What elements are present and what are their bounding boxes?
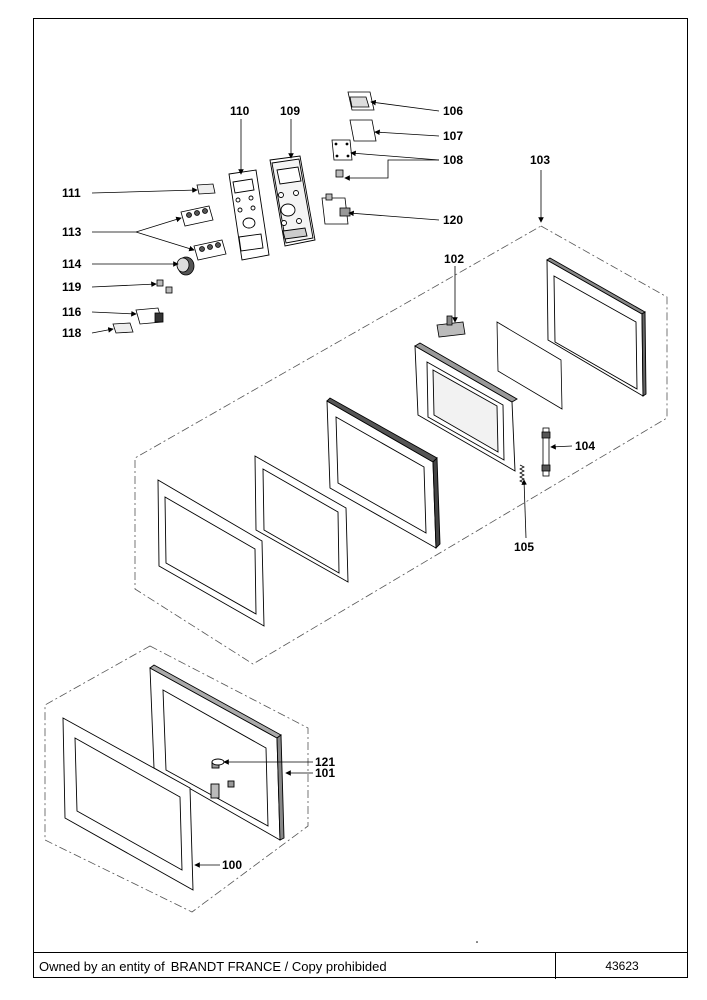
document-number: 43623: [605, 959, 639, 973]
door-assembly-envelope: [134, 225, 668, 665]
part-110-decor-plate: [228, 169, 270, 261]
leader-lines: [91, 99, 573, 868]
label-101: 101: [315, 766, 335, 780]
label-121: 121: [315, 755, 335, 769]
label-100: 100: [222, 858, 242, 872]
part-113-key-strips: [180, 205, 227, 261]
door-choke-panel: [326, 397, 441, 550]
label-110: 110: [230, 104, 250, 118]
door-screen: [254, 455, 349, 583]
frame-kit-envelope: [44, 645, 309, 913]
part-107-board: [349, 119, 377, 142]
owner-brand: BRANDT FRANCE: [170, 959, 282, 974]
label-102: 102: [444, 252, 464, 266]
label-113: 113: [62, 225, 82, 239]
part-118-label: [112, 322, 134, 334]
footer-divider: [555, 953, 557, 979]
label-108: 108: [443, 153, 463, 167]
part-119-small-parts: [156, 279, 173, 294]
part-104-hook: [541, 427, 551, 477]
door-glass: [496, 321, 563, 410]
part-111-window: [196, 183, 216, 195]
part-105-spring: [519, 464, 525, 484]
part-116-switch: [135, 307, 164, 325]
owner-prefix: Owned by an entity of: [39, 959, 165, 974]
part-120-latch: [321, 193, 351, 225]
part-106-bracket: [347, 91, 375, 111]
ownership-notice: Owned by an entity of BRANDT FRANCE / Cop…: [39, 959, 387, 974]
label-104: 104: [575, 439, 595, 453]
label-116: 116: [62, 305, 82, 319]
part-102-hinge: [436, 315, 466, 338]
label-118: 118: [62, 326, 82, 340]
label-105: 105: [514, 540, 534, 554]
label-103: 103: [530, 153, 550, 167]
drawing-frame: [33, 18, 688, 978]
owner-suffix: / Copy prohibided: [284, 959, 387, 974]
door-outer-frame: [546, 257, 647, 397]
label-106: 106: [443, 104, 463, 118]
label-109: 109: [280, 104, 300, 118]
part-114-knob: [176, 256, 195, 276]
footer: Owned by an entity of BRANDT FRANCE / Cop…: [33, 952, 688, 979]
label-120: 120: [443, 213, 463, 227]
label-114: 114: [62, 257, 82, 271]
label-111: 111: [62, 186, 81, 200]
part-109-control-panel: [269, 155, 316, 247]
stray-dot: [476, 941, 478, 943]
door-inner-frame: [414, 342, 518, 472]
part-100-frame-cover: [62, 717, 194, 891]
label-107: 107: [443, 129, 463, 143]
part-101-installation-frame: [149, 664, 285, 841]
door-front-frame: [157, 479, 265, 627]
label-119: 119: [62, 280, 82, 294]
part-108-plate: [331, 139, 353, 178]
